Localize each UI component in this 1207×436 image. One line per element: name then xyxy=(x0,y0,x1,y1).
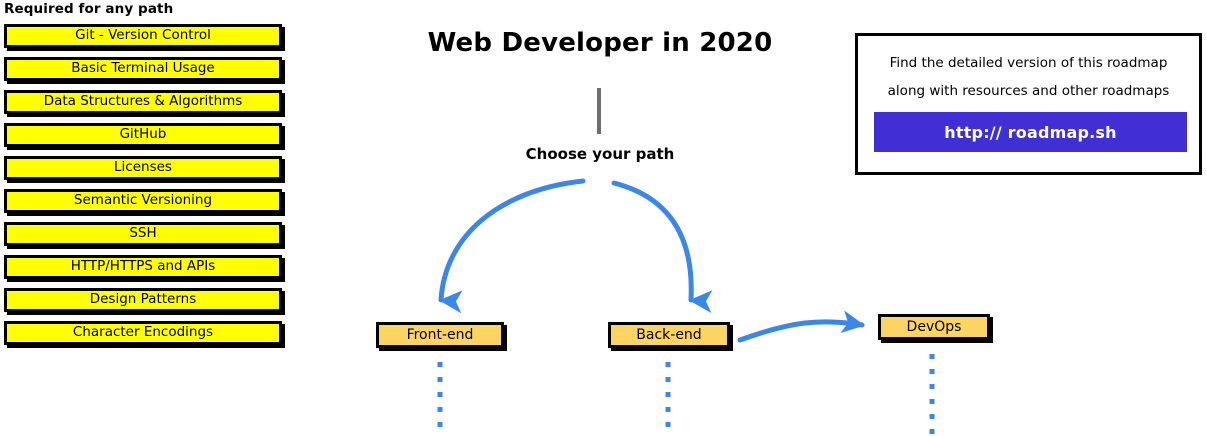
required-item-label: GitHub xyxy=(119,126,167,143)
required-item-character-encodings[interactable]: Character Encodings xyxy=(4,321,282,345)
required-item-label: Basic Terminal Usage xyxy=(71,60,215,77)
node-back-end[interactable]: Back-end xyxy=(608,322,730,348)
required-item-label: Design Patterns xyxy=(89,291,197,308)
required-item-label: SSH xyxy=(129,225,157,242)
required-item-design-patterns[interactable]: Design Patterns xyxy=(4,288,282,312)
node-label: Back-end xyxy=(636,327,702,343)
required-panel-heading: Required for any path xyxy=(4,1,174,17)
choose-path-label: Choose your path xyxy=(525,145,675,163)
info-box-line-2: along with resources and other roadmaps xyxy=(887,83,1170,99)
required-item-github[interactable]: GitHub xyxy=(4,123,282,147)
title-connector-line xyxy=(597,88,601,134)
required-item-label: Git - Version Control xyxy=(75,27,211,44)
required-item-semantic-versioning[interactable]: Semantic Versioning xyxy=(4,189,282,213)
node-devops[interactable]: DevOps xyxy=(878,314,990,340)
info-box-line-1: Find the detailed version of this roadma… xyxy=(889,55,1168,71)
required-item-http-apis[interactable]: HTTP/HTTPS and APIs xyxy=(4,255,282,279)
required-items-list: Git - Version Control Basic Terminal Usa… xyxy=(0,24,300,354)
required-item-label: Character Encodings xyxy=(72,324,214,341)
required-item-terminal[interactable]: Basic Terminal Usage xyxy=(4,57,282,81)
node-front-end[interactable]: Front-end xyxy=(376,322,504,348)
arrow-backend-to-devops xyxy=(737,310,865,343)
arrow-to-backend xyxy=(611,180,713,314)
required-item-label: Data Structures & Algorithms xyxy=(43,93,243,110)
roadmap-sh-link-button[interactable]: http:// roadmap.sh xyxy=(874,112,1187,152)
required-item-ssh[interactable]: SSH xyxy=(4,222,282,246)
node-label: DevOps xyxy=(906,319,962,335)
arrow-to-frontend xyxy=(438,178,586,314)
required-item-label: HTTP/HTTPS and APIs xyxy=(70,258,216,275)
required-item-licenses[interactable]: Licenses xyxy=(4,156,282,180)
required-item-data-structures[interactable]: Data Structures & Algorithms xyxy=(4,90,282,114)
required-item-git[interactable]: Git - Version Control xyxy=(4,24,282,48)
required-item-label: Semantic Versioning xyxy=(73,192,213,209)
roadmap-sh-link-label: http:// roadmap.sh xyxy=(944,122,1117,142)
required-item-label: Licenses xyxy=(114,159,172,176)
node-label: Front-end xyxy=(406,327,474,343)
page-title: Web Developer in 2020 xyxy=(427,28,773,58)
info-box: Find the detailed version of this roadma… xyxy=(855,33,1202,175)
required-for-any-path-panel: Required for any path Git - Version Cont… xyxy=(0,0,300,436)
